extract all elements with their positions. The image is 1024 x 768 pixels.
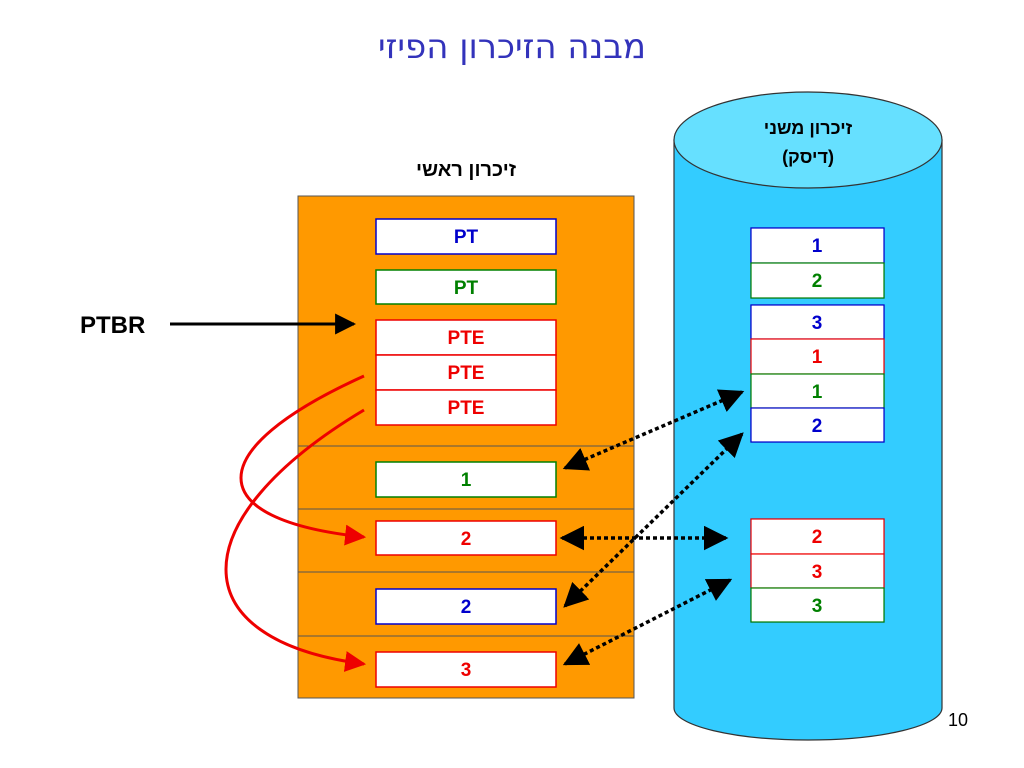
disk-box-2-green: 2 — [750, 262, 885, 299]
memory-page-2-red: 2 — [375, 520, 557, 556]
svg-text:2: 2 — [812, 416, 823, 437]
svg-text:PT: PT — [454, 227, 479, 248]
page-title: מבנה הזיכרון הפיזי — [378, 27, 646, 67]
disk-label: זיכרון משני — [764, 118, 853, 138]
disk-top — [673, 91, 943, 189]
disk-cylinder: זיכרון משני (דיסק) 1 2 3 1 — [673, 91, 943, 741]
memory-box-pte-1: PTE — [375, 319, 557, 356]
main-memory-label: זיכרון ראשי — [416, 159, 517, 181]
swap-arrow — [562, 578, 733, 666]
svg-text:PTE: PTE — [448, 363, 485, 384]
disk-box-1-blue: 1 — [750, 227, 885, 264]
disk-box-3-red: 3 — [750, 553, 885, 589]
svg-text:3: 3 — [812, 596, 823, 617]
svg-text:2: 2 — [461, 529, 472, 550]
disk-box-1-green: 1 — [750, 373, 885, 409]
swap-arrow — [563, 432, 744, 608]
svg-text:2: 2 — [461, 597, 472, 618]
svg-text:PTE: PTE — [448, 398, 485, 419]
memory-box-pt-blue: PT — [375, 218, 557, 255]
disk-box-2-red: 2 — [750, 518, 885, 555]
pte-pointer-arrow — [224, 408, 367, 672]
memory-box-pte-2: PTE — [375, 354, 557, 391]
pte-pointer-arrow — [239, 374, 367, 546]
memory-page-2-blue: 2 — [375, 588, 557, 625]
svg-text:1: 1 — [812, 382, 823, 403]
svg-text:3: 3 — [812, 313, 823, 334]
disk-group-1: 1 2 — [750, 227, 885, 299]
disk-box-3-green: 3 — [750, 587, 885, 623]
svg-text:PTE: PTE — [448, 328, 485, 349]
svg-text:1: 1 — [812, 236, 823, 257]
main-memory: PT PT PTE PTE PTE 1 2 2 — [297, 195, 635, 699]
svg-text:1: 1 — [461, 470, 472, 491]
svg-text:3: 3 — [461, 660, 472, 681]
memory-box-pt-green: PT — [375, 269, 557, 305]
memory-page-3: 3 — [375, 651, 557, 688]
disk-group-3: 2 3 3 — [750, 518, 885, 623]
slide-number: 10 — [948, 710, 968, 730]
memory-page-1: 1 — [375, 461, 557, 498]
svg-text:2: 2 — [812, 527, 823, 548]
svg-text:PT: PT — [454, 278, 479, 299]
disk-box-2-blue: 2 — [750, 407, 885, 443]
svg-text:1: 1 — [812, 347, 823, 368]
svg-text:2: 2 — [812, 271, 823, 292]
memory-box-pte-3: PTE — [375, 389, 557, 426]
disk-label-sub: (דיסק) — [782, 147, 834, 167]
disk-group-2: 3 1 1 2 — [750, 304, 885, 443]
disk-box-1-red: 1 — [750, 338, 885, 375]
ptbr-label: PTBR — [80, 312, 145, 339]
disk-box-3-blue: 3 — [750, 304, 885, 340]
svg-text:3: 3 — [812, 562, 823, 583]
